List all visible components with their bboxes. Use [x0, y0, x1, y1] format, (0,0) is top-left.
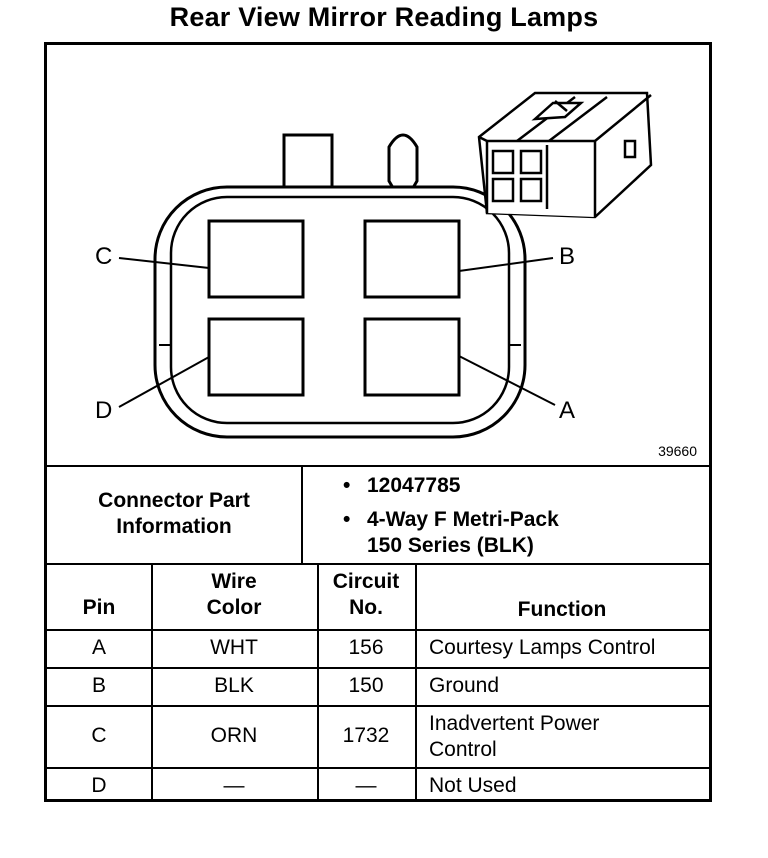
divider: [415, 563, 417, 802]
table-cell-wire: WHT: [210, 636, 258, 659]
table-cell-pin: C: [91, 724, 107, 747]
connector-diagram: C B D A 39660: [47, 45, 709, 465]
table-cell-wire: ORN: [210, 724, 258, 747]
pin-label-c: C: [95, 243, 113, 270]
table-cell-function: Inadvertent Power Control: [429, 712, 600, 761]
pin-label-b: B: [559, 243, 576, 270]
divider: [317, 563, 319, 802]
table-cell-function: Ground: [429, 674, 500, 697]
pin-label-d: D: [95, 397, 113, 424]
connector-info-list: • 12047785 • 4-Way F Metri-Pack 150 Seri…: [343, 473, 703, 567]
table-cell-circuit: 156: [348, 636, 384, 659]
connector-face-drawing: [118, 91, 653, 439]
table-cell-circuit: —: [355, 774, 377, 797]
connector-frame: C B D A 39660 Connector Part Information…: [44, 42, 712, 802]
list-item: • 4-Way F Metri-Pack 150 Series (BLK): [343, 508, 559, 557]
table-cell-pin: B: [91, 674, 106, 697]
divider: [301, 465, 303, 563]
divider: [47, 465, 709, 467]
table-cell-circuit: 1732: [342, 724, 390, 747]
table-cell-function: Not Used: [429, 774, 517, 797]
divider: [151, 563, 153, 802]
divider: [47, 767, 709, 769]
header-circuit-no: Circuit No.: [332, 570, 400, 619]
list-item: • 12047785: [343, 474, 461, 497]
figure-number: 39660: [658, 443, 697, 459]
divider: [47, 667, 709, 669]
divider: [47, 629, 709, 631]
page-title: Rear View Mirror Reading Lamps: [169, 2, 599, 32]
divider: [47, 563, 709, 565]
connector-info-heading: Connector Part Information: [98, 489, 250, 538]
table-cell-function: Courtesy Lamps Control: [429, 636, 656, 659]
table-cell-wire: BLK: [214, 674, 254, 697]
divider: [47, 705, 709, 707]
header-function: Function: [517, 598, 607, 621]
table-cell-pin: D: [91, 774, 107, 797]
connector-3d-illustration: [477, 91, 653, 219]
table-cell-wire: —: [223, 774, 245, 797]
header-pin: Pin: [82, 596, 116, 619]
table-cell-circuit: 150: [348, 674, 384, 697]
table-cell-pin: A: [91, 636, 106, 659]
header-wire-color: Wire Color: [206, 570, 262, 619]
pin-label-a: A: [559, 397, 576, 424]
